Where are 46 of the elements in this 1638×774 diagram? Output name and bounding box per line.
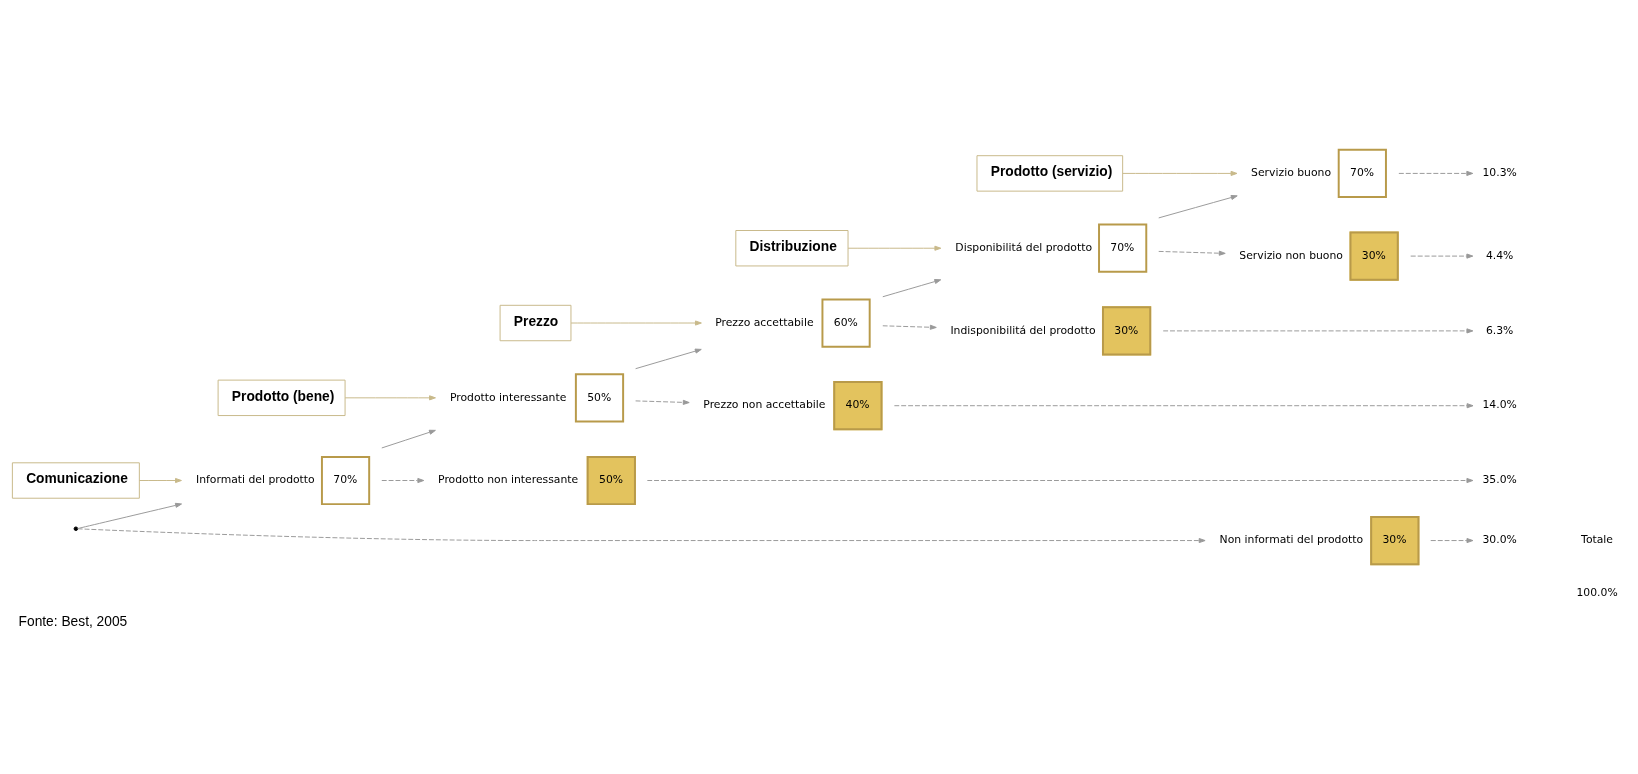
node-label: Indisponibilitá del prodotto [950, 323, 1096, 337]
node-box: Comunicazione [11, 461, 140, 499]
arrow [882, 278, 942, 297]
arrow [1158, 250, 1226, 256]
node-text: 10.3% [1482, 165, 1517, 179]
arrow [635, 348, 702, 369]
node-text: 6.3% [1485, 323, 1514, 337]
arrow [1430, 537, 1474, 543]
arrow [1122, 170, 1238, 176]
node-label: Prezzo non accettabile [703, 397, 826, 411]
arrow [882, 324, 937, 330]
node-label: Prodotto non interessante [438, 472, 579, 486]
node-box: Prezzo [499, 304, 572, 341]
arrow [1410, 253, 1474, 259]
arrow [1158, 194, 1238, 218]
node-box: Distribuzione [735, 229, 849, 266]
label: Totale [1581, 532, 1614, 546]
node-box: Prodotto (servizio) [976, 154, 1124, 192]
caption: Fonte: Best, 2005 [18, 613, 128, 629]
arrow [635, 399, 690, 405]
arrow [138, 477, 182, 483]
arrow [570, 319, 702, 326]
arrow [1162, 327, 1474, 333]
node-box: Prodotto (bene) [217, 379, 346, 416]
arrow [381, 429, 436, 448]
node-text: 35.0% [1482, 472, 1517, 486]
node-label: Prodotto interessante [449, 390, 567, 404]
node-label: Informati del prodotto [195, 472, 315, 486]
arrow [1398, 170, 1474, 176]
node-label: Non informati del prodotto [1219, 532, 1364, 546]
node-label: Servizio buono [1251, 165, 1332, 179]
arrow [381, 477, 425, 483]
node-label: Prezzo accettabile [715, 315, 814, 329]
node-text: 30.0% [1482, 532, 1517, 546]
arrow [847, 245, 942, 251]
arrow [77, 527, 1206, 543]
arrow [344, 394, 436, 400]
node-point [73, 526, 79, 531]
node-label: Disponibilitá del prodotto [955, 240, 1093, 254]
node-text: 14.0% [1482, 397, 1517, 411]
node-label: Servizio non buono [1239, 248, 1343, 262]
arrow [646, 477, 1474, 483]
arrow [77, 502, 183, 529]
node-text: 4.4% [1485, 248, 1514, 262]
arrow [893, 402, 1474, 408]
label: 100.0% [1576, 585, 1618, 599]
